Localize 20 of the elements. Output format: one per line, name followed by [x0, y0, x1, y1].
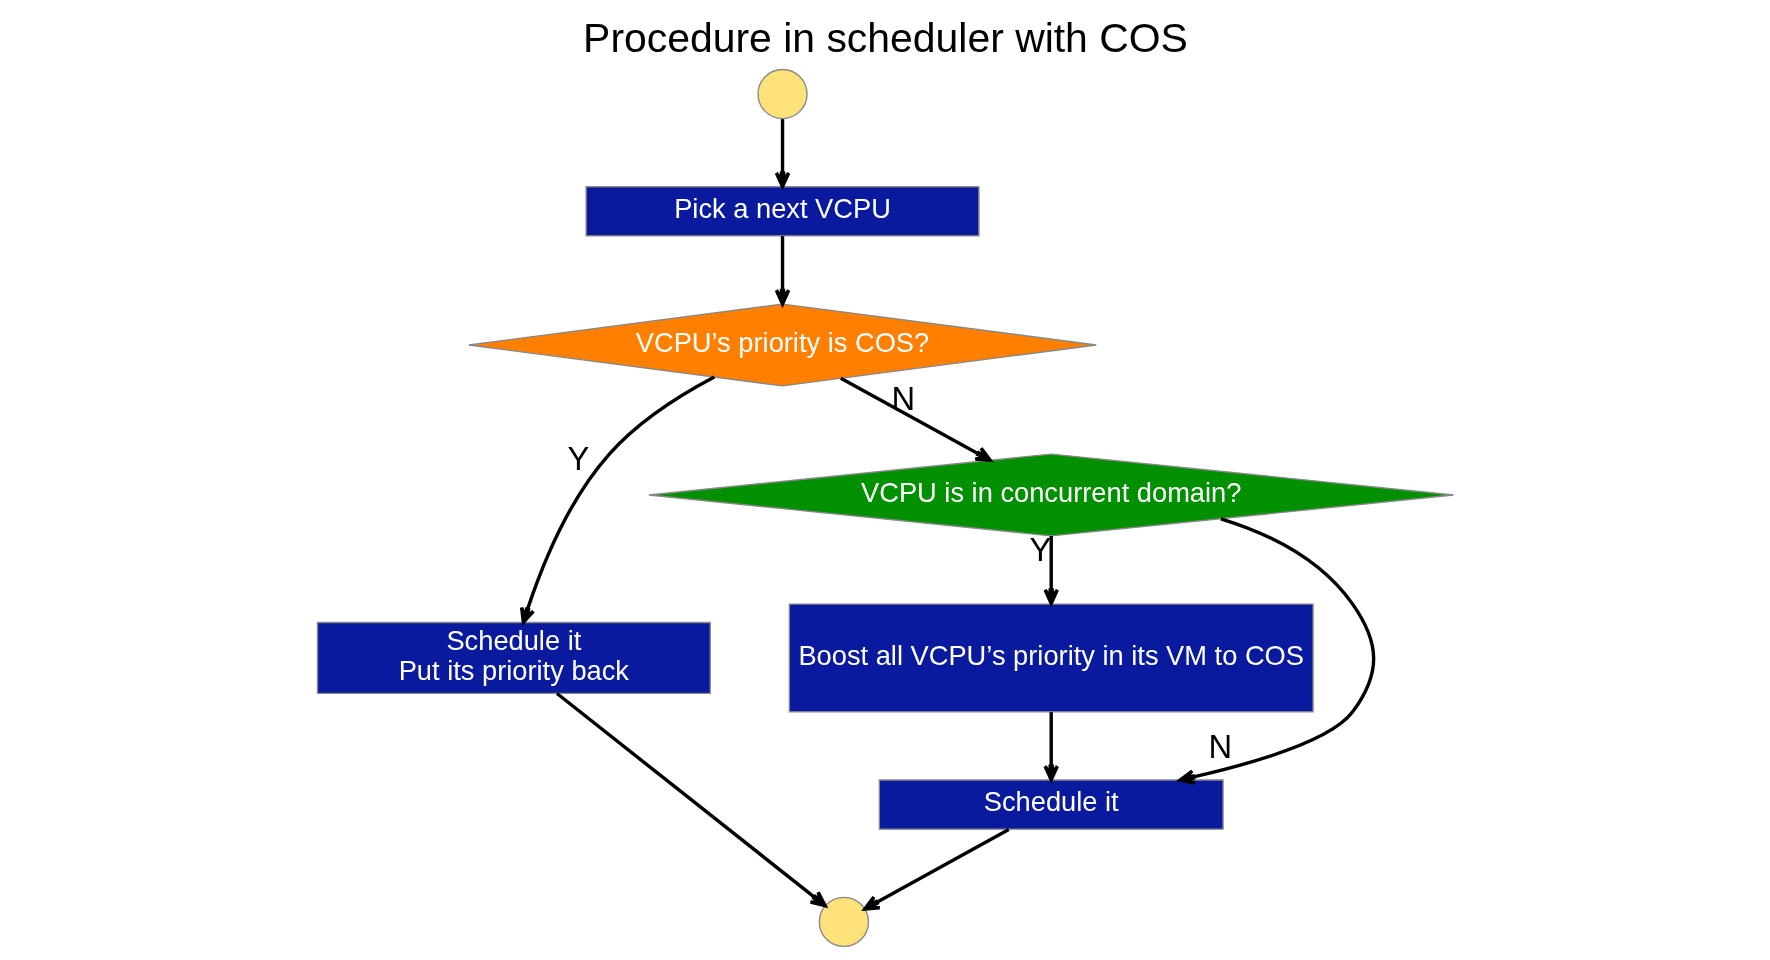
arrow — [555, 692, 827, 908]
arrow — [1042, 712, 1059, 782]
node-box: Schedule it Put its priority back — [316, 621, 711, 695]
node-diamond: VCPU is in concurrent domain? — [647, 453, 1454, 537]
node-box: Pick a next VCPU — [584, 186, 980, 237]
node-diamond: VCPU’s priority is COS? — [467, 303, 1097, 387]
arrow — [1177, 517, 1375, 785]
arrow — [1042, 535, 1059, 606]
node-circle — [818, 896, 869, 948]
diagram-title: Procedure in scheduler with COS — [582, 14, 1188, 61]
edge-label: N — [1208, 727, 1232, 765]
edge-label: Y — [566, 440, 589, 478]
node-box: Boost all VCPU’s priority in its VM to COS — [788, 603, 1314, 713]
arrow — [519, 375, 715, 625]
arrow — [862, 827, 1010, 911]
arrow — [774, 236, 790, 306]
node-circle — [756, 68, 808, 120]
arrow — [774, 119, 790, 189]
node-box: Schedule it — [878, 779, 1224, 830]
arrow — [839, 376, 992, 462]
